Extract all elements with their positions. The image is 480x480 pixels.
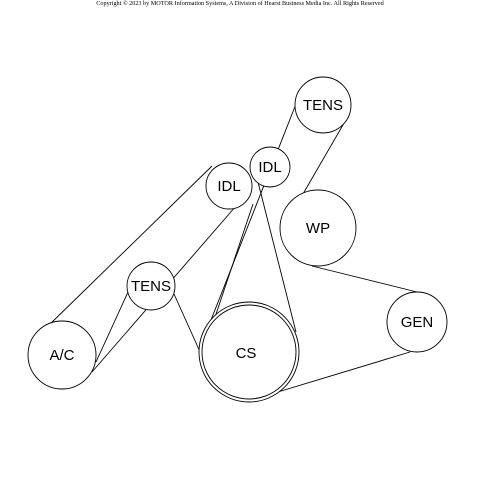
pulley-label: CS: [236, 345, 257, 362]
pulley-circle: [279, 189, 357, 267]
belt-segment-ac-idl-outer: [45, 165, 213, 329]
belt-segment-gen-cs: [257, 351, 411, 399]
pulley-circle-inner: [201, 304, 297, 400]
pulley-label: TENS: [303, 97, 343, 114]
pulley-label: IDL: [217, 178, 240, 195]
pulley-label: IDL: [258, 159, 281, 176]
pulley-cs: CS: [198, 301, 300, 403]
pulley-gen: GEN: [386, 291, 448, 353]
belt-segment-ac-tens: [95, 291, 129, 363]
pulley-circle: [205, 162, 253, 210]
pulley-idl-small: IDL: [249, 146, 291, 188]
pulley-label: TENS: [131, 278, 171, 295]
copyright-notice: Copyright © 2023 by MOTOR Information Sy…: [96, 0, 384, 7]
pulley-circle: [126, 261, 176, 311]
belt-segment-idl-small-cs: [256, 177, 297, 333]
pulley-tens-left: TENS: [126, 261, 176, 311]
pulley-ac: A/C: [27, 320, 97, 390]
belt-segment-wp-gen: [311, 265, 418, 293]
pulley-tens-top: TENS: [294, 76, 352, 134]
belt-segment-tens-cs-long: [210, 103, 297, 321]
pulley-circle: [249, 146, 291, 188]
pulley-circle: [386, 291, 448, 353]
pulley-idl: IDL: [205, 162, 253, 210]
pulley-wp: WP: [279, 189, 357, 267]
pulley-label: GEN: [401, 314, 434, 331]
pulley-label: A/C: [49, 347, 74, 364]
pulley-circle: [294, 76, 352, 134]
belt-segment-tens-cs: [173, 293, 202, 355]
pulley-circle: [27, 320, 97, 390]
pulley-label: WP: [306, 220, 330, 237]
belt-segment-tens-wp: [295, 117, 348, 207]
